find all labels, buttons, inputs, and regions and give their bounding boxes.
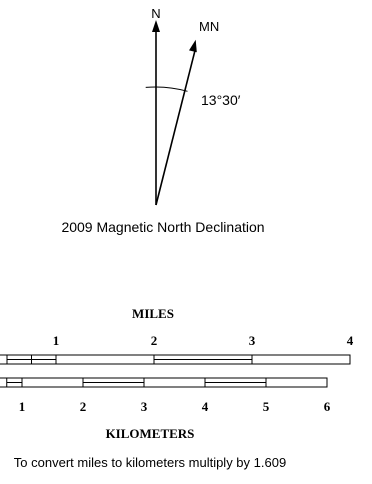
kilometers-tick-label: 1: [19, 399, 26, 414]
conversion-note: To convert miles to kilometers multiply …: [14, 455, 286, 470]
kilometers-tick-label: 3: [141, 399, 148, 414]
scale-bars: MILES 1 2 3 4 1 2 3 4 5 6 KILOMETERS To convert …: [0, 306, 354, 470]
kilometers-tick-labels: 1 2 3 4 5 6: [19, 399, 331, 414]
miles-tick-label: 3: [249, 333, 256, 348]
kilometers-tick-label: 5: [263, 399, 270, 414]
true-north-label: N: [151, 6, 160, 21]
kilometers-tick-label: 2: [80, 399, 87, 414]
magnetic-north-arrowhead: [189, 39, 197, 53]
miles-tick-labels: 1 2 3 4: [53, 333, 354, 348]
kilometers-bar-outline: [0, 377, 328, 388]
kilometers-scale-bar: [0, 377, 328, 388]
kilometers-title: KILOMETERS: [106, 426, 195, 441]
miles-tick-label: 4: [347, 333, 354, 348]
declination-angle-arc: [145, 86, 188, 92]
miles-title: MILES: [132, 306, 174, 321]
declination-diagram: N MN 13°30′ 2009 Magnetic North Declinat…: [61, 6, 264, 235]
true-north-arrowhead: [152, 20, 160, 32]
miles-tick-label: 1: [53, 333, 60, 348]
kilometers-tick-label: 6: [324, 399, 331, 414]
declination-angle-label: 13°30′: [201, 92, 241, 108]
declination-caption: 2009 Magnetic North Declination: [61, 219, 264, 235]
kilometers-tick-label: 4: [202, 399, 209, 414]
miles-scale-bar: [0, 354, 351, 365]
magnetic-north-line: [155, 47, 197, 206]
magnetic-north-label: MN: [199, 19, 219, 34]
miles-tick-label: 2: [151, 333, 158, 348]
